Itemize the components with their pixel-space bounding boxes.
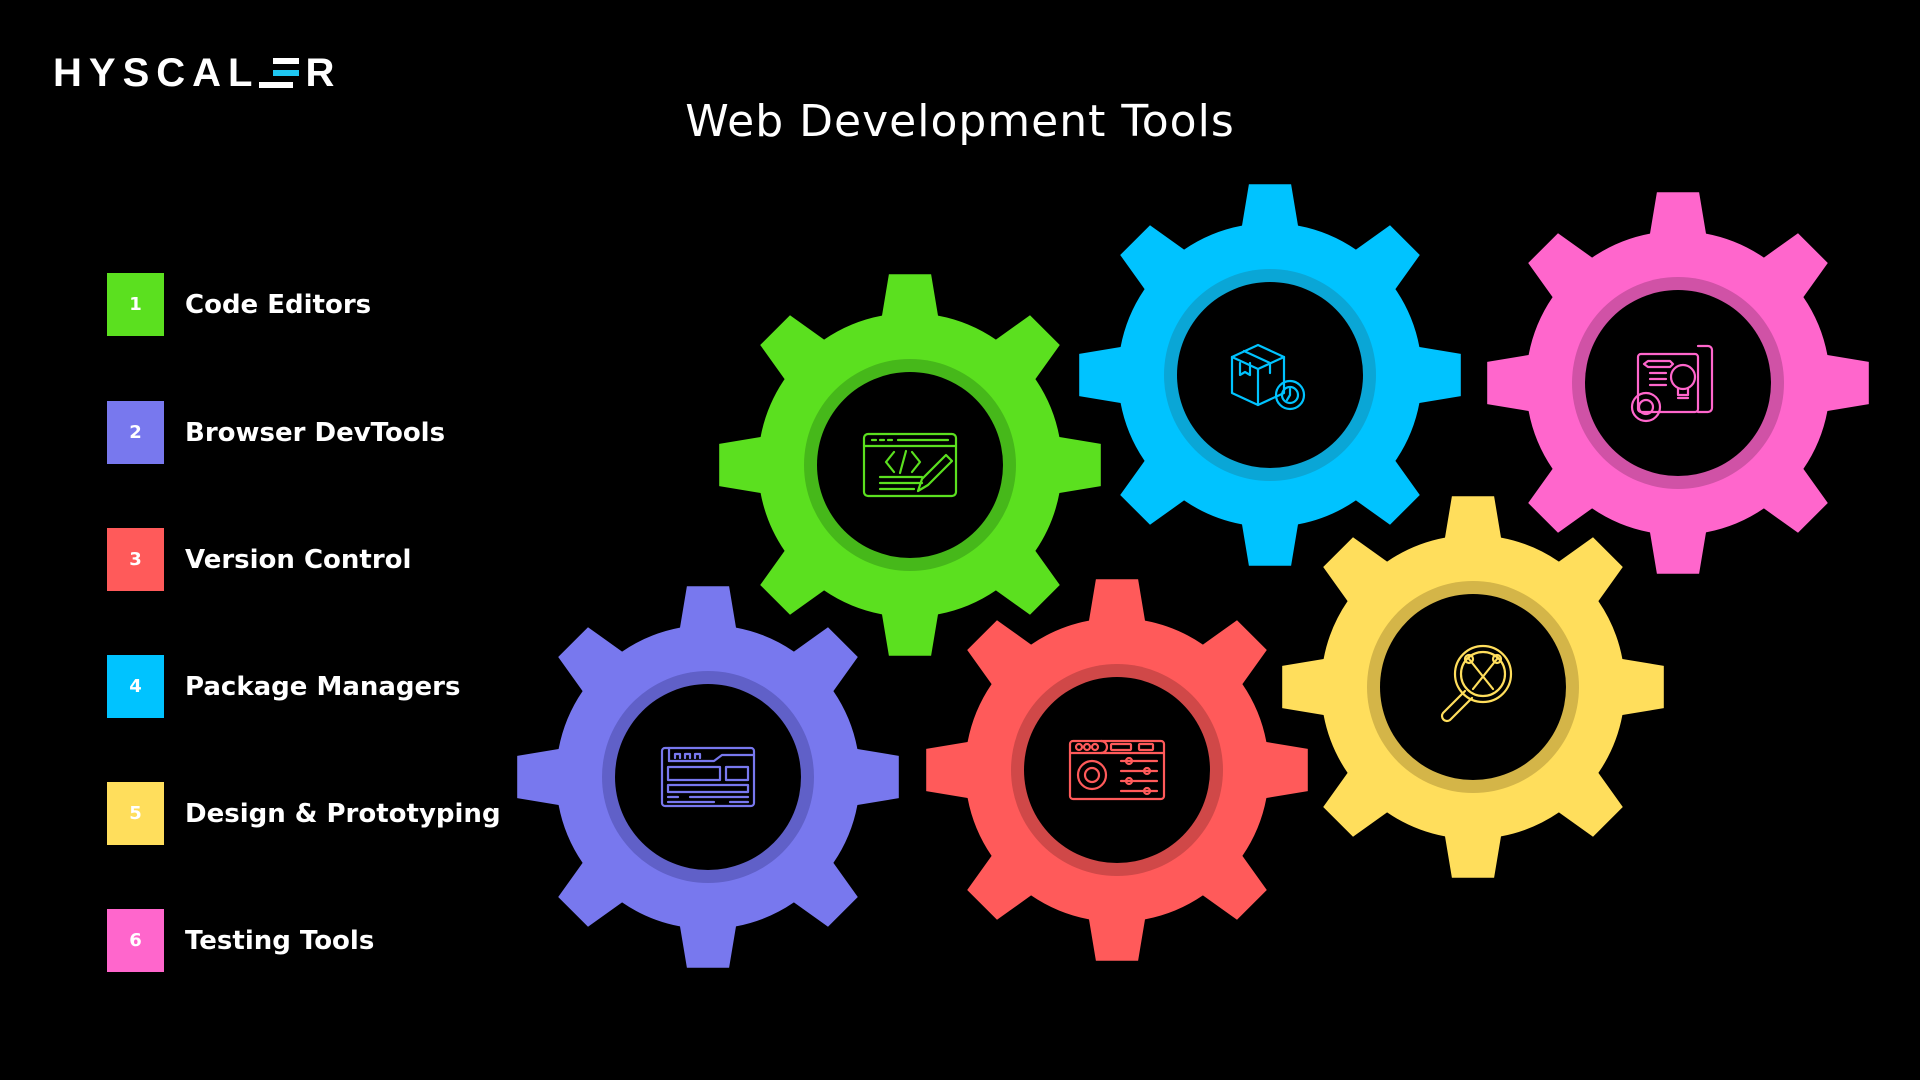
blueprint-idea-icon (1630, 344, 1714, 423)
legend-item-6: 6 Testing Tools (107, 909, 587, 972)
code-editor-icon (862, 432, 958, 498)
gear-package-managers (1079, 184, 1461, 566)
logo-text-right: R (305, 51, 342, 95)
legend-number-box: 3 (107, 528, 164, 591)
legend-number-box: 1 (107, 273, 164, 336)
gear-center-hole (817, 372, 1003, 558)
legend-item-2: 2 Browser DevTools (107, 401, 587, 464)
logo-text-left: HYSCAL (53, 51, 260, 95)
legend-item-5: 5 Design & Prototyping (107, 782, 587, 845)
legend-number-box: 4 (107, 655, 164, 718)
legend-label: Code Editors (185, 289, 372, 320)
page-title: Web Development Tools (0, 96, 1920, 147)
gear-code-editors (719, 274, 1101, 656)
hyscaler-logo: HYSCAL R (53, 53, 341, 93)
gear-testing-tools (1487, 192, 1869, 574)
browser-window-icon (660, 746, 756, 808)
legend-number-box: 2 (107, 401, 164, 464)
legend-item-4: 4 Package Managers (107, 655, 587, 718)
settings-panel-icon (1068, 739, 1166, 801)
logo-e-bars (259, 58, 300, 88)
gear-center-hole (1380, 594, 1566, 780)
gear-center-hole (615, 684, 801, 870)
gear-center-hole (1585, 290, 1771, 476)
package-gear-icon (1230, 343, 1306, 411)
legend-item-3: 3 Version Control (107, 528, 587, 591)
legend-item-1: 1 Code Editors (107, 273, 587, 336)
gear-center-hole (1024, 677, 1210, 863)
legend-label: Package Managers (185, 671, 461, 702)
legend-number-box: 5 (107, 782, 164, 845)
gear-browser-devtools (517, 586, 899, 968)
legend-label: Browser DevTools (185, 417, 446, 448)
gear-center-hole (1177, 282, 1363, 468)
gear-design-prototyping (1282, 496, 1664, 878)
legend-label: Design & Prototyping (185, 798, 501, 829)
magnifier-tools-icon (1440, 644, 1513, 723)
legend-label: Testing Tools (185, 925, 375, 956)
gear-version-control (926, 579, 1308, 961)
page-title-text: Web Development Tools (685, 96, 1235, 147)
legend-label: Version Control (185, 544, 412, 575)
legend-number-box: 6 (107, 909, 164, 972)
